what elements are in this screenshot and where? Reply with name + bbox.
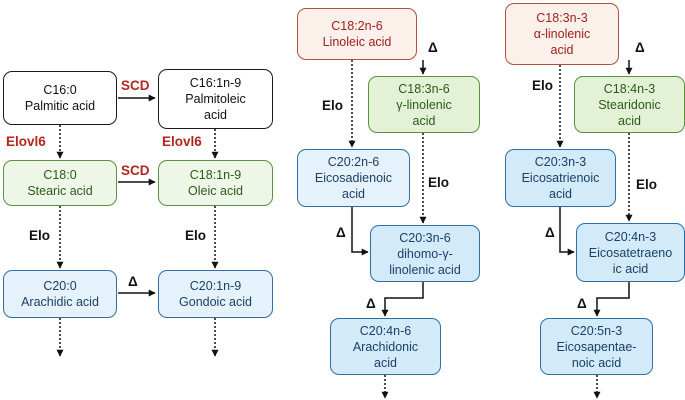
node-c20-2n6-line3: acid [342,187,365,201]
node-c16-0-line1: C16:0 [43,83,77,97]
label-delta-n3-bottom: Δ [577,296,587,311]
node-c18-2n6-line2: Linoleic acid [322,35,392,49]
node-c18-0-line1: C18:0 [43,168,77,182]
node-c20-0-line1: C20:0 [43,279,77,293]
node-c20-3n6-line1: C20:3n-6 [399,230,451,245]
node-c18-3n3-line3: acid [550,43,574,57]
node-c18-3n3-line2: α-linolenic [533,27,591,41]
node-c20-1n9-line2: Gondoic acid [179,295,252,309]
node-c20-3n3: C20:3n-3 Eicosatrienoic acid [505,149,616,207]
node-c20-3n3-line1: C20:3n-3 [534,155,587,169]
label-delta-saturated: Δ [128,274,138,289]
node-c20-3n3-line3: acid [549,187,572,201]
label-elo-monounsaturated: Elo [185,228,207,243]
label-elo-n6-right: Elo [428,175,450,190]
node-c20-3n3-line2: Eicosatrienoic [521,171,600,185]
node-c18-4n3-line3: acid [618,113,641,128]
node-c18-1n9-line1: C18:1n-9 [189,168,242,182]
node-c16-1n9-line2: Palmitoleic [185,92,246,106]
label-delta-n6-bottom: Δ [366,296,376,311]
node-c20-4n3-line2: Eicosatetraeno [588,245,673,260]
node-c20-5n3-line1: C20:5n-3 [570,323,623,338]
node-c18-4n3-line2: Stearidonic [598,97,661,112]
node-c18-0: C18:0 Stearic acid [3,160,117,206]
node-c20-4n6: C20:4n-6 Arachidonic acid [330,318,441,375]
node-c20-4n3: C20:4n-3 Eicosatetraeno ic acid [576,223,685,282]
node-c20-2n6-line2: Eicosadienoic [314,171,393,185]
node-c16-1n9-line3: acid [204,108,227,122]
node-c18-1n9-line2: Oleic acid [188,184,243,198]
node-c18-3n3: C18:3n-3 α-linolenic acid [505,3,619,65]
node-c18-3n6-line1: C18:3n-6 [398,81,450,96]
label-delta-n6-top: Δ [428,40,438,55]
arrow-delta-n3-bottom [593,282,630,317]
node-c20-1n9-line1: C20:1n-9 [189,279,242,293]
node-c20-5n3-line2: Eicosapentae- [556,339,637,354]
node-c20-4n6-line1: C20:4n-6 [359,323,412,338]
node-c18-3n6-line2: γ-linolenic [396,97,452,112]
node-c20-3n6-line2: dihomo-γ- [397,246,453,261]
node-c20-4n3-line3: ic acid [612,261,649,276]
node-c20-4n6-line2: Arachidonic [352,339,419,354]
label-scd-middle: SCD [121,163,150,178]
node-c18-2n6: C18:2n-6 Linoleic acid [297,8,417,60]
node-c20-2n6: C20:2n-6 Eicosadienoic acid [297,149,410,207]
node-c18-0-line2: Stearic acid [27,184,93,198]
label-elo-n3-left: Elo [532,78,554,93]
node-c20-5n3: C20:5n-3 Eicosapentae- noic acid [540,318,653,375]
arrow-delta-n6-bottom [381,282,424,317]
node-c18-4n3-line1: C18:4n-3 [603,81,656,96]
label-delta-n3-top: Δ [635,40,645,55]
node-c16-0-line2: Palmitic acid [24,99,96,113]
node-c20-3n6-line3: linolenic acid [389,262,461,277]
label-scd-top: SCD [121,78,150,93]
label-elovl6-right: Elovl6 [162,134,202,149]
node-c20-1n9: C20:1n-9 Gondoic acid [158,270,273,318]
node-c18-3n3-line1: C18:3n-3 [536,11,588,25]
label-elo-saturated: Elo [29,228,51,243]
node-c20-5n3-line3: noic acid [571,355,622,370]
node-c16-0: C16:0 Palmitic acid [3,71,117,125]
label-delta-n6-mid: Δ [336,225,346,240]
node-c18-1n9: C18:1n-9 Oleic acid [158,160,273,206]
node-c16-1n9: C16:1n-9 Palmitoleic acid [158,69,273,129]
node-c20-4n6-line3: acid [374,355,397,370]
node-c20-0-line2: Arachidic acid [21,295,99,309]
node-c20-4n3-line1: C20:4n-3 [604,229,657,244]
node-c18-3n6: C18:3n-6 γ-linolenic acid [368,76,480,133]
label-elovl6-left: Elovl6 [6,134,46,149]
node-c20-3n6: C20:3n-6 dihomo-γ- linolenic acid [370,225,480,282]
node-c16-1n9-line1: C16:1n-9 [189,76,242,90]
label-elo-n6-left: Elo [322,98,344,113]
label-elo-n3-right: Elo [636,177,658,192]
arrow-delta-n6-mid [351,207,369,256]
arrow-delta-n3-mid [559,207,575,256]
node-c20-2n6-line1: C20:2n-6 [327,155,380,169]
node-c18-3n6-line3: acid [412,113,436,128]
node-c18-4n3: C18:4n-3 Stearidonic acid [574,76,685,133]
label-delta-n3-mid: Δ [545,225,555,240]
node-c20-0: C20:0 Arachidic acid [3,270,117,318]
node-c18-2n6-line1: C18:2n-6 [331,19,383,33]
